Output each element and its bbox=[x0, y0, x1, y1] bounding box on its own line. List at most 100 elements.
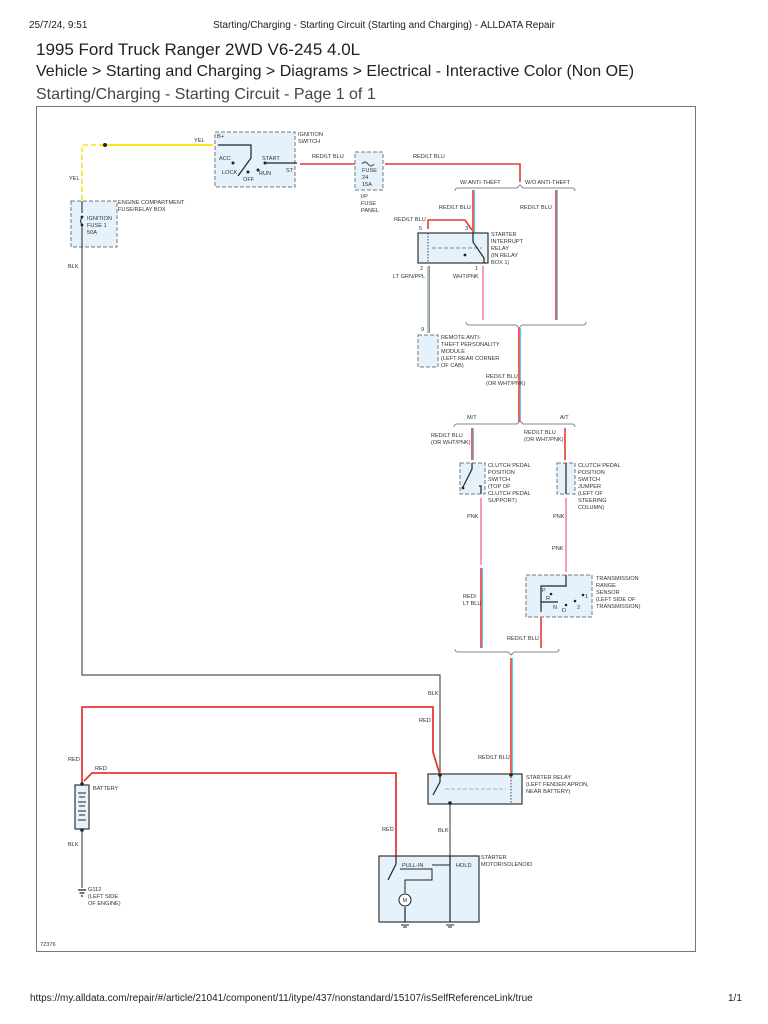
ign-bplus-label: B+ bbox=[217, 134, 224, 140]
footer-page: 1/1 bbox=[728, 993, 742, 1004]
sir-pin1: 1 bbox=[475, 266, 478, 272]
trs-p: P bbox=[542, 588, 546, 594]
label-red-ltblu: RED/LT BLU bbox=[463, 594, 481, 607]
bracket-anti-theft bbox=[454, 184, 576, 192]
wire-blk-fusebox[interactable] bbox=[81, 248, 441, 775]
label-pnk-at2: PNK bbox=[552, 546, 564, 552]
trs-1: 1 bbox=[585, 594, 588, 600]
diagram-frame bbox=[36, 106, 696, 952]
ign-start-label: START bbox=[262, 156, 280, 162]
label-blk-batt: BLK bbox=[68, 842, 79, 848]
starter-relay-label: STARTER RELAY(LEFT FENDER APRON,NEAR BAT… bbox=[526, 775, 589, 795]
label-ltgrn: LT GRN/PPL bbox=[393, 274, 425, 280]
ign-off-label: OFF bbox=[243, 177, 255, 183]
ign-st-label: ST bbox=[286, 168, 294, 174]
starter-relay[interactable]: STARTER RELAY(LEFT FENDER APRON,NEAR BAT… bbox=[427, 773, 589, 805]
wire-red-b[interactable] bbox=[83, 772, 397, 856]
pull-in-label: PULL-IN bbox=[402, 863, 423, 869]
hold-label: HOLD bbox=[456, 863, 472, 869]
label-redlt-or-mt: RED/LT BLU(OR WHT/PNK) bbox=[431, 433, 471, 446]
trs-2: 2 bbox=[577, 605, 580, 611]
label-mt: M/T bbox=[467, 415, 477, 421]
label-red-c: RED bbox=[95, 766, 107, 772]
label-w-anti: W/ ANTI-THEFT bbox=[460, 180, 501, 186]
sir-pin3: 3 bbox=[465, 226, 468, 232]
label-whtpnk: WHT/PNK bbox=[453, 274, 479, 280]
label-pnk-at: PNK bbox=[553, 514, 565, 520]
wire-yel-dashed[interactable] bbox=[81, 144, 100, 200]
label-red-a: RED bbox=[419, 718, 431, 724]
ign-run-label: RUN bbox=[259, 171, 271, 177]
label-redlt-3: RED/LT BLU bbox=[439, 205, 471, 211]
label-yel-top: YEL bbox=[194, 138, 205, 144]
vehicle-title: 1995 Ford Truck Ranger 2WD V6-245 4.0L bbox=[36, 40, 361, 59]
branch-brackets bbox=[453, 184, 587, 656]
label-wo-anti: W/O ANTI-THEFT bbox=[525, 180, 571, 186]
trs-n: N bbox=[553, 605, 557, 611]
footer-url[interactable]: https://my.alldata.com/repair/#/article/… bbox=[30, 993, 533, 1004]
label-blk-relay: BLK bbox=[438, 828, 449, 834]
ground-icon bbox=[78, 889, 86, 897]
wire-red-a[interactable] bbox=[81, 706, 441, 783]
battery-label: BATTERY bbox=[93, 786, 119, 792]
bracket-merge-bottom bbox=[454, 648, 560, 656]
motor-m: M bbox=[403, 898, 408, 904]
label-redlt-5: RED/LT BLU bbox=[394, 217, 426, 223]
atm-pin9: 9 bbox=[421, 327, 424, 333]
bracket-merge-top bbox=[465, 321, 587, 329]
label-redlt-or-at: RED/LT BLU(OR WHT/PNK) bbox=[524, 430, 564, 443]
label-red-b: RED bbox=[68, 757, 80, 763]
wire-redlt-fuse[interactable] bbox=[385, 163, 521, 182]
print-title: Starting/Charging - Starting Circuit (St… bbox=[212, 20, 555, 31]
print-date: 25/7/24, 9:51 bbox=[29, 20, 88, 31]
label-redlt-4: RED/LT BLU bbox=[520, 205, 552, 211]
label-red-motor: RED bbox=[382, 827, 394, 833]
motor-icon bbox=[398, 893, 412, 907]
page-title: Starting/Charging - Starting Circuit - P… bbox=[36, 86, 376, 103]
label-yel-left: YEL bbox=[69, 176, 80, 182]
trs-r: R bbox=[546, 596, 550, 602]
diagram-id: 72376 bbox=[40, 942, 56, 948]
label-at: A/T bbox=[560, 415, 569, 421]
breadcrumb[interactable]: Vehicle > Starting and Charging > Diagra… bbox=[36, 63, 635, 80]
label-redlt-trs: RED/LT BLU bbox=[507, 636, 539, 642]
wire-labels: YEL YEL RED/LT BLU RED/LT BLU W/ ANTI-TH… bbox=[40, 138, 571, 948]
label-redlt-relay: RED/LT BLU bbox=[478, 755, 510, 761]
label-redlt-2: RED/LT BLU bbox=[413, 154, 445, 160]
sir-pin5: 5 bbox=[419, 226, 422, 232]
wire-redlt-loop[interactable] bbox=[427, 219, 473, 231]
trs-d: D bbox=[562, 608, 566, 614]
battery[interactable]: BATTERY bbox=[74, 782, 119, 832]
sir-pin2: 2 bbox=[420, 266, 423, 272]
wires bbox=[81, 143, 567, 888]
ign-lock-label: LOCK bbox=[222, 170, 238, 176]
label-redlt-1: RED/LT BLU bbox=[312, 154, 344, 160]
splice-dot bbox=[103, 143, 107, 147]
label-pnk-mt: PNK bbox=[467, 514, 479, 520]
label-redlt-or: RED/LT BLU(OR WHT/PNK) bbox=[486, 374, 526, 387]
label-blk-left: BLK bbox=[68, 264, 79, 270]
